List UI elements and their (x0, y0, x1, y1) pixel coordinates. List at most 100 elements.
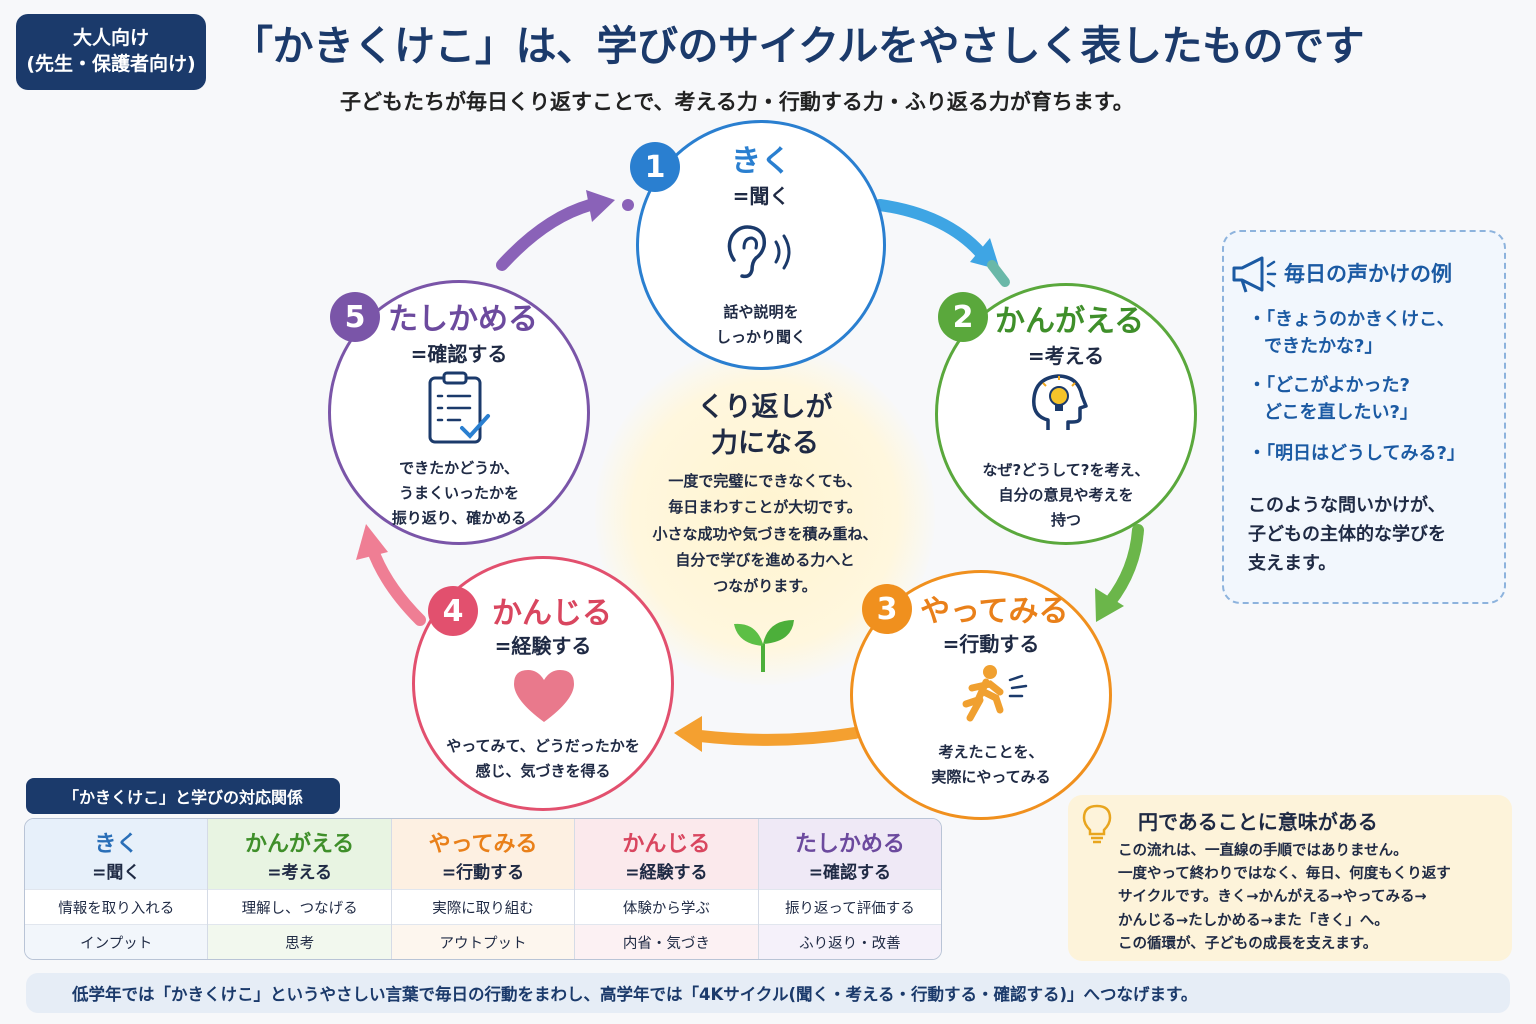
arrowhead-2-to-3 (1095, 588, 1124, 622)
step-4-title: かんじる (492, 588, 642, 632)
step-2-title: かんがえる (995, 296, 1155, 340)
voice-example-1-line: できたかな?」 (1264, 336, 1383, 357)
step-number-2: 2 (938, 292, 988, 342)
voice-example-2-line: どこを直したい?」 (1264, 402, 1418, 423)
megaphone-icon (1232, 256, 1277, 293)
step-5-desc-line: できたかどうか、 (399, 459, 519, 477)
footer-note: 低学年では「かきくけこ」というやさしい言葉で毎日の行動をまわし、高学年では「4K… (26, 973, 1510, 1013)
table-cell: アウトプット (391, 924, 575, 959)
table-cell: インプット (25, 924, 208, 959)
meaning-line: サイクルです。きく→かんがえる→やってみる→ (1118, 889, 1427, 906)
arrow-4-to-5 (366, 542, 426, 626)
voice-example-2: ・「どこがよかった? どこを直したい?」 (1248, 372, 1498, 426)
arrow-2-to-3 (1104, 524, 1144, 608)
meaning-title: 円であることに意味がある (1138, 810, 1378, 834)
step-4-eq: =経験する (494, 634, 592, 658)
table-header-sub: =確認する (808, 862, 891, 883)
step-number-1: 1 (630, 142, 680, 192)
table-column-kiku: きく =聞く 情報を取り入れる インプット (25, 819, 209, 959)
step-3-title-text: やってみる (920, 594, 1069, 629)
table-cell: 情報を取り入れる (25, 889, 208, 924)
meaning-line: この循環が、子どもの成長を支えます。 (1118, 935, 1378, 952)
meaning-line: かんじる→たしかめる→また「きく」へ。 (1118, 912, 1389, 929)
table-column-tashikameru: たしかめる =確認する 振り返って評価する ふり返り・改善 (758, 819, 941, 959)
table-header: たしかめる =確認する (758, 819, 941, 889)
arrowhead-5-to-1 (586, 190, 615, 222)
table-header: かんがえる =考える (208, 819, 391, 889)
correspondence-table: きく =聞く 情報を取り入れる インプット かんがえる =考える 理解し、つなげ… (24, 818, 942, 960)
table-cell: 理解し、つなげる (208, 889, 391, 924)
center-desc-line: 自分で学びを進める力へと (675, 550, 855, 569)
table-header-title: かんじる (622, 831, 711, 857)
table-cell: 思考 (208, 924, 391, 959)
step-1-eq: =聞く (732, 184, 790, 208)
arrowhead-4-to-5 (356, 524, 388, 560)
voice-note-line: 子どもの主体的な学びを (1248, 523, 1446, 545)
step-1-text: きく =聞く (636, 136, 886, 209)
step-3-desc: 考えたことを、 実際にやってみる (860, 740, 1122, 790)
table-header: きく =聞く (25, 819, 208, 889)
step-2-eq: =考える (1027, 344, 1105, 368)
center-desc-line: 小さな成功や気づきを積み重ね、 (652, 524, 878, 543)
lightbulb-head-icon (1032, 374, 1088, 430)
step-number-3: 3 (862, 584, 912, 634)
circle-meaning-panel (1068, 795, 1512, 961)
table-header: かんじる =経験する (575, 819, 758, 889)
table-column-yattemiru: やってみる =行動する 実際に取り組む アウトプット (391, 819, 576, 959)
arrowhead-3-to-4 (674, 716, 702, 752)
step-2-desc: なぜ?どうして?を考え、 自分の意見や考えを 持つ (940, 458, 1192, 532)
voice-example-1: ・「きょうのかきくけこ、 できたかな?」 (1248, 306, 1498, 360)
badge-line1: 大人向け (72, 27, 149, 50)
arrow-5-to-1 (496, 199, 596, 271)
table-cell: 振り返って評価する (758, 889, 941, 924)
step-1-title: きく (731, 144, 791, 179)
table-header-sub: =聞く (92, 862, 141, 883)
badge-line2: (先生・保護者向け) (26, 53, 196, 75)
step-5-desc-line: 振り返り、確かめる (391, 508, 527, 527)
step-4-desc-line: やってみて、どうだったかを (446, 737, 640, 755)
step-3-eq: =行動する (942, 632, 1040, 656)
center-desc-line: 一度で完璧にできなくても、 (668, 472, 862, 490)
table-cell: 実際に取り組む (391, 889, 575, 924)
step-2-title-text: かんがえる (995, 304, 1145, 339)
step-3-desc-line: 考えたことを、 (938, 743, 1044, 761)
step-2-desc-line: 持つ (1050, 510, 1081, 529)
meaning-description: この流れは、一直線の手順ではありません。 一度やって終わりではなく、毎日、何度も… (1118, 840, 1498, 956)
ear-icon (727, 225, 791, 279)
arrow-1-to-2 (874, 199, 991, 264)
step-3-title: やってみる (920, 586, 1090, 630)
page-subtitle: 子どもたちが毎日くり返すことで、考える力・行動する力・ふり返る力が育ちます。 (340, 90, 1134, 114)
step-1-desc: 話や説明を しっかり聞く (636, 300, 886, 350)
sprout-icon (734, 620, 794, 672)
center-title-line1: くり返しが (697, 392, 833, 423)
step-5-desc-line: うまくいったかを (398, 483, 519, 502)
table-header-title: たしかめる (794, 831, 905, 857)
step-5-title: たしかめる (388, 294, 558, 338)
step-5-title-text: たしかめる (388, 302, 538, 337)
table-tag: 「かきくけこ」と学びの対応関係 (26, 778, 340, 814)
step-5-eq: =確認する (410, 342, 508, 366)
center-desc-line: 毎日まわすことが大切です。 (668, 498, 862, 517)
table-header: やってみる =行動する (391, 819, 575, 889)
arrow-3-to-4 (694, 727, 861, 746)
table-cell: 体験から学ぶ (575, 889, 758, 924)
heart-icon (514, 670, 574, 722)
step-4-desc: やってみて、どうだったかを 感じ、気づきを得る (412, 734, 674, 784)
meaning-line: この流れは、一直線の手順ではありません。 (1118, 843, 1408, 859)
daily-voice-panel (1222, 230, 1506, 604)
center-description: 一度で完璧にできなくても、 毎日まわすことが大切です。 小さな成功や気づきを積み… (600, 468, 930, 599)
step-4-desc-line: 感じ、気づきを得る (475, 761, 611, 780)
table-header-sub: =行動する (441, 862, 525, 883)
voice-example-3: ・「明日はどうしてみる?」 (1248, 443, 1465, 464)
lightbulb-icon (1082, 804, 1112, 844)
page-title: 「かきくけこ」は、学びのサイクルをやさしく表したものです (232, 22, 1364, 70)
table-cell: 内省・気づき (575, 924, 758, 959)
center-title-line2: 力になる (711, 428, 819, 460)
audience-badge: 大人向け (先生・保護者向け) (16, 14, 206, 90)
step-number-5: 5 (330, 292, 380, 342)
step-number-4: 4 (428, 586, 478, 636)
voice-note-line: このような問いかけが、 (1248, 495, 1446, 516)
step-3-desc-line: 実際にやってみる (931, 767, 1051, 786)
center-title: くり返しが 力になる (620, 390, 910, 463)
